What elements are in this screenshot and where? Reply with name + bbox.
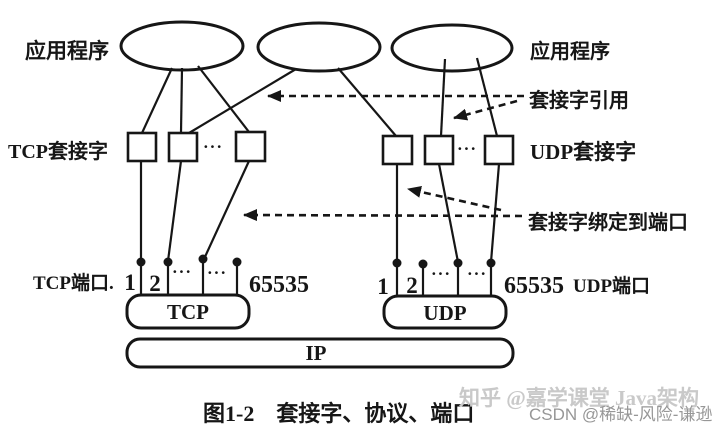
tcp-socket3-to-port3-line	[203, 160, 250, 260]
application-ellipse-middle	[256, 21, 382, 73]
udp-port-1: 1	[377, 274, 389, 299]
socket-bind-label: 套接字绑定到端口	[528, 210, 688, 234]
tcp-pin-dot-1	[136, 257, 146, 267]
application-ellipse-right	[390, 23, 514, 73]
udp-socket-ellipsis: ···	[457, 139, 477, 158]
socket-bind-arrow-to-tcp	[243, 209, 523, 222]
udp-port-2: 2	[406, 273, 418, 298]
udp-pin-dot-4	[486, 258, 496, 268]
tcp-socket2-to-port2-line	[166, 160, 183, 262]
tcp-port-pins	[136, 254, 242, 297]
app1-to-tcp-socket3-line	[197, 65, 250, 133]
socket-reference-lines	[141, 57, 499, 137]
tcp-socket-ellipsis: ···	[203, 137, 223, 156]
tcp-port-ellipsis-2: ···	[207, 263, 227, 282]
tcp-protocol-box	[125, 293, 251, 330]
socket-binding-lines	[139, 160, 501, 263]
app-label-left: 应用程序	[25, 39, 109, 63]
zhihu-watermark: 知乎 @嘉学课堂 Java架构	[459, 386, 699, 410]
app1-to-tcp-socket1-line	[141, 67, 173, 134]
tcp-pin-dot-4	[232, 257, 242, 267]
application-ellipse-left	[119, 20, 245, 72]
app2-to-udp-socket1-line	[337, 67, 397, 137]
socket-bind-arrow-to-udp	[407, 186, 502, 212]
udp-protocol-box	[382, 294, 508, 330]
tcp-socket-box-1	[126, 131, 158, 163]
udp-protocol-label: UDP	[423, 301, 466, 325]
tcp-port-numbers: 1 2 ··· ··· 65535	[124, 262, 309, 298]
tcp-protocol-label: TCP	[167, 300, 209, 324]
socket-ref-arrow-to-udp	[453, 99, 518, 121]
tcp-pin-dot-2	[163, 257, 173, 267]
tcp-socket-label: TCP套接字	[8, 139, 108, 163]
udp-port-ellipsis-1: ···	[431, 264, 451, 283]
tcp-port-label: TCP端口.	[33, 271, 114, 294]
udp-socket2-to-port3-line	[437, 163, 460, 263]
udp-socket-box-1	[381, 134, 414, 166]
udp-pin-dot-3	[453, 258, 463, 268]
udp-socket3-to-port4-line	[489, 163, 501, 263]
annotation-arrows	[243, 90, 524, 222]
tcp-port-ellipsis-1: ···	[172, 262, 192, 281]
udp-port-label: UDP端口	[573, 274, 650, 297]
app2-to-tcp-socket2-line	[188, 68, 297, 134]
udp-pin-dot-2	[418, 259, 428, 269]
udp-port-pins	[392, 258, 496, 298]
tcp-port-1: 1	[124, 270, 136, 295]
udp-port-ellipsis-2: ···	[467, 264, 487, 283]
app-label-right: 应用程序	[530, 39, 610, 63]
app1-to-tcp-socket2-line	[179, 67, 184, 134]
socket-reference-label: 套接字引用	[529, 88, 629, 112]
udp-pin-dot-1	[392, 258, 402, 268]
udp-socket-box-3	[483, 134, 515, 166]
udp-port-65535: 65535	[504, 273, 564, 299]
ip-protocol-box	[125, 337, 515, 369]
tcp-port-2: 2	[149, 271, 161, 296]
udp-socket-box-2	[423, 134, 455, 166]
csdn-watermark: CSDN @稀缺-风险-谦逊	[529, 405, 712, 424]
tcp-pin-dot-3	[198, 254, 208, 264]
ip-protocol-label: IP	[306, 341, 327, 365]
udp-socket-label: UDP套接字	[530, 140, 636, 164]
udp-port-numbers: 1 2 ··· ··· 65535	[377, 264, 564, 299]
tcp-socket-box-2	[167, 131, 199, 163]
tcp-port-65535: 65535	[249, 272, 309, 298]
tcp-socket-box-3	[234, 130, 267, 163]
app3-to-udp-socket2-line	[439, 58, 447, 137]
figure-caption: 图1-2 套接字、协议、端口	[203, 401, 474, 426]
